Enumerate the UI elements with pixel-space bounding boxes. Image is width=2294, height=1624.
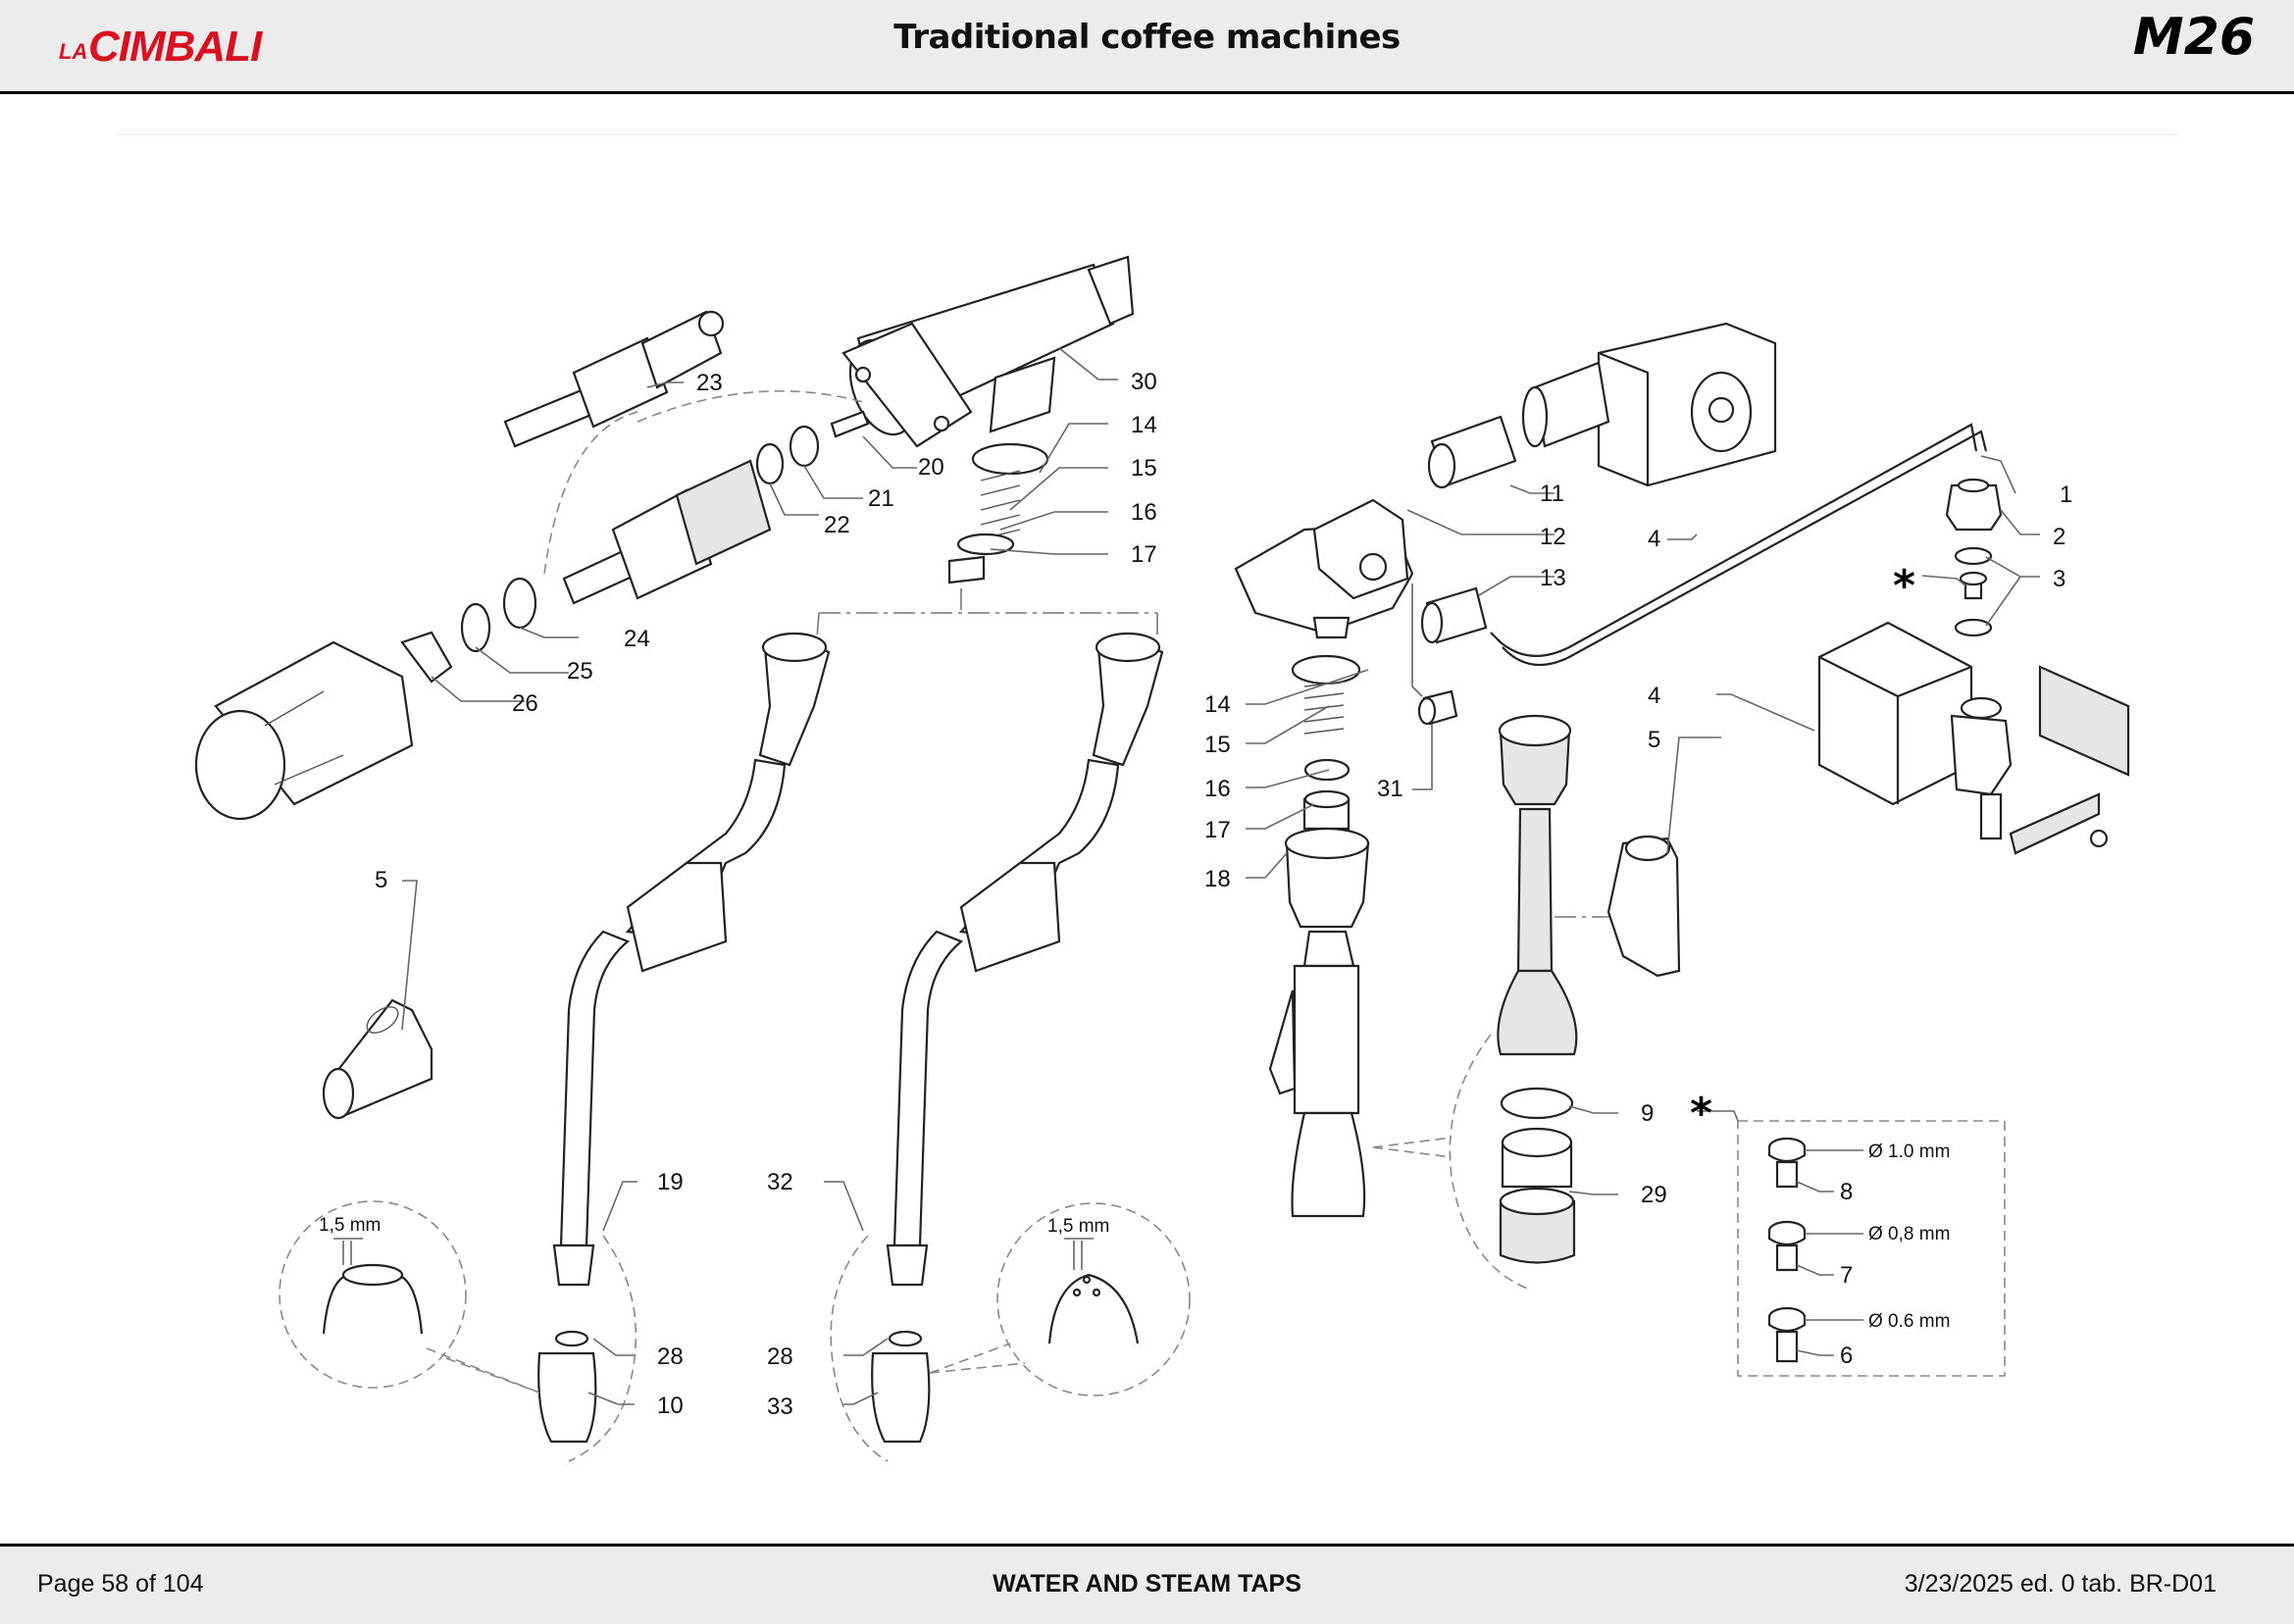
part-4-solenoid-valve-lower xyxy=(1817,621,2130,855)
exploded-parts-diagram: 1 2 3 4 4 5 5 6 7 8 9 10 11 12 13 14 15 … xyxy=(194,255,2130,1462)
document-title: Traditional coffee machines xyxy=(893,18,1401,57)
callout-1: 1 xyxy=(2060,482,2072,508)
asterisk-note-box: * xyxy=(1690,1089,1712,1139)
callout-32: 32 xyxy=(767,1169,793,1195)
part-18-water-wand xyxy=(1268,827,1370,1218)
content-top-rule xyxy=(118,134,2177,135)
callout-25: 25 xyxy=(567,658,593,685)
part-13-fitting xyxy=(1420,586,1488,644)
callout-29: 29 xyxy=(1641,1182,1667,1208)
nozzle-detail-right xyxy=(830,1202,1191,1462)
logo-cimbali: CIMBALI xyxy=(88,23,263,71)
filter-parts-9-29 xyxy=(1372,1034,1576,1291)
callout-7: 7 xyxy=(1840,1262,1853,1289)
callout-20: 20 xyxy=(918,454,944,481)
asterisk-note-upper: * xyxy=(1893,561,1915,611)
assembly-guide-line xyxy=(816,588,1158,638)
nozzle-8-diameter: Ø 1.0 mm xyxy=(1868,1142,1950,1162)
part-4-solenoid-valve-upper xyxy=(1521,322,1777,487)
nozzle-8 xyxy=(1767,1137,1807,1189)
callout-9: 9 xyxy=(1641,1100,1654,1127)
callout-17-left: 17 xyxy=(1131,541,1157,568)
callout-28-right: 28 xyxy=(767,1344,793,1370)
la-cimbali-logo: LA CIMBALI xyxy=(59,23,264,71)
nozzle-7-diameter: Ø 0,8 mm xyxy=(1868,1224,1950,1244)
callout-24: 24 xyxy=(624,626,650,652)
part-5-lever-right xyxy=(1606,835,1681,978)
leader-lines xyxy=(401,347,2040,1405)
nozzle-detail-left xyxy=(279,1200,637,1462)
part-23-spindle xyxy=(503,310,725,448)
callout-26: 26 xyxy=(512,690,538,717)
callout-3: 3 xyxy=(2053,566,2065,592)
parts-1-2-3-fittings xyxy=(1945,478,2003,637)
callout-15-right: 15 xyxy=(1204,732,1231,758)
nozzle-6-diameter: Ø 0.6 mm xyxy=(1868,1311,1950,1332)
detail-dimension-right: 1,5 mm xyxy=(1047,1216,1109,1237)
steam-wand-32 xyxy=(871,632,1164,1444)
part-11-fitting xyxy=(1427,415,1517,489)
callout-11: 11 xyxy=(1540,481,1564,507)
seal-spring-stack-left xyxy=(947,442,1049,584)
detail-dimension-left: 1,5 mm xyxy=(319,1215,381,1236)
nozzle-6 xyxy=(1767,1306,1807,1363)
detail-arc-23 xyxy=(543,389,864,575)
callout-16-right: 16 xyxy=(1204,776,1231,802)
nozzle-options-box xyxy=(1697,1110,2006,1377)
callout-10: 10 xyxy=(657,1393,684,1419)
water-pipe xyxy=(1490,423,1988,667)
parts-24-25-26 xyxy=(400,577,537,684)
callout-5-right: 5 xyxy=(1648,727,1660,753)
callout-12: 12 xyxy=(1540,524,1566,550)
parts-20-21-22 xyxy=(755,410,870,485)
callout-8: 8 xyxy=(1840,1179,1853,1205)
callout-5-left: 5 xyxy=(375,867,387,893)
callout-30: 30 xyxy=(1131,369,1157,395)
steam-wand-part xyxy=(1497,714,1628,1056)
callout-23: 23 xyxy=(696,370,723,396)
callout-4-upper: 4 xyxy=(1648,526,1660,552)
seal-spring-stack-right xyxy=(1291,654,1361,831)
part-5-lever-left xyxy=(322,998,433,1120)
page-footer: Page 58 of 104 WATER AND STEAM TAPS 3/23… xyxy=(0,1544,2294,1624)
page-number: Page 58 of 104 xyxy=(37,1570,204,1598)
callout-13: 13 xyxy=(1540,565,1566,591)
callout-6: 6 xyxy=(1840,1343,1853,1369)
valve-spindle-assembly xyxy=(562,459,772,605)
logo-la: LA xyxy=(59,39,87,64)
tap-knob xyxy=(194,640,414,821)
callout-15-left: 15 xyxy=(1131,455,1157,482)
callout-14-left: 14 xyxy=(1131,412,1157,438)
callout-22: 22 xyxy=(824,512,850,538)
callout-16-left: 16 xyxy=(1131,499,1157,526)
callout-28-left: 28 xyxy=(657,1344,684,1370)
callout-4-lower: 4 xyxy=(1648,683,1660,709)
page-header: LA CIMBALI Traditional coffee machines M… xyxy=(0,0,2294,94)
callout-19: 19 xyxy=(657,1169,684,1195)
part-12-valve-body xyxy=(1234,498,1414,639)
steam-wand-19 xyxy=(537,632,831,1444)
callout-31: 31 xyxy=(1377,776,1403,802)
callout-17-right: 17 xyxy=(1204,817,1231,843)
part-30-tap-body xyxy=(841,255,1135,448)
callout-33: 33 xyxy=(767,1394,793,1420)
callout-18: 18 xyxy=(1204,866,1231,892)
model-code: M26 xyxy=(2132,8,2255,67)
callout-2: 2 xyxy=(2053,524,2065,550)
part-31-plug xyxy=(1417,689,1458,726)
edition-info: 3/23/2025 ed. 0 tab. BR-D01 xyxy=(1904,1570,2217,1598)
callout-14-right: 14 xyxy=(1204,691,1231,718)
nozzle-7 xyxy=(1767,1220,1807,1272)
section-title: WATER AND STEAM TAPS xyxy=(993,1570,1301,1598)
callout-21: 21 xyxy=(868,485,894,512)
